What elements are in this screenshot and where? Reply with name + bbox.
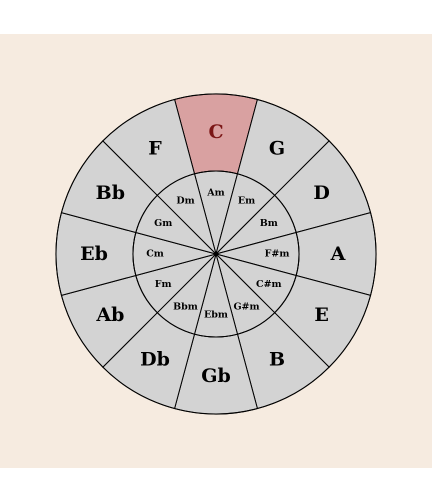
minor-key-label: Em	[238, 196, 255, 207]
minor-key-label: Am	[206, 188, 224, 199]
minor-key-label: Fm	[155, 279, 172, 290]
minor-key-label: Bbm	[173, 301, 198, 312]
major-key-label: Db	[140, 349, 170, 371]
minor-key-label: Ebm	[204, 310, 228, 321]
major-key-label: B	[269, 349, 285, 371]
major-key-label: G	[269, 137, 285, 159]
major-key-label: Gb	[201, 365, 231, 387]
major-key-labels: C G D A E B Gb Db Ab Eb Bb F	[80, 121, 346, 387]
major-key-label: Bb	[96, 182, 125, 204]
major-key-label: Eb	[80, 243, 108, 265]
minor-key-label: Cm	[146, 249, 164, 260]
minor-key-label: Dm	[176, 196, 194, 207]
inner-boundary	[132, 170, 300, 338]
minor-key-label: Gm	[154, 218, 172, 229]
minor-key-label: Bm	[260, 218, 278, 229]
minor-key-label: F#m	[265, 249, 290, 260]
major-key-label: Ab	[95, 304, 124, 326]
outer-boundary	[55, 93, 377, 415]
major-key-label: E	[314, 304, 328, 326]
minor-key-label: G#m	[233, 301, 259, 312]
minor-key-ring	[132, 170, 300, 338]
major-key-label: D	[313, 182, 329, 204]
major-key-label: A	[330, 243, 346, 265]
major-key-ring	[55, 93, 377, 415]
major-key-label: C	[208, 121, 223, 143]
minor-key-label: C#m	[256, 279, 282, 290]
major-key-label: F	[148, 137, 162, 159]
